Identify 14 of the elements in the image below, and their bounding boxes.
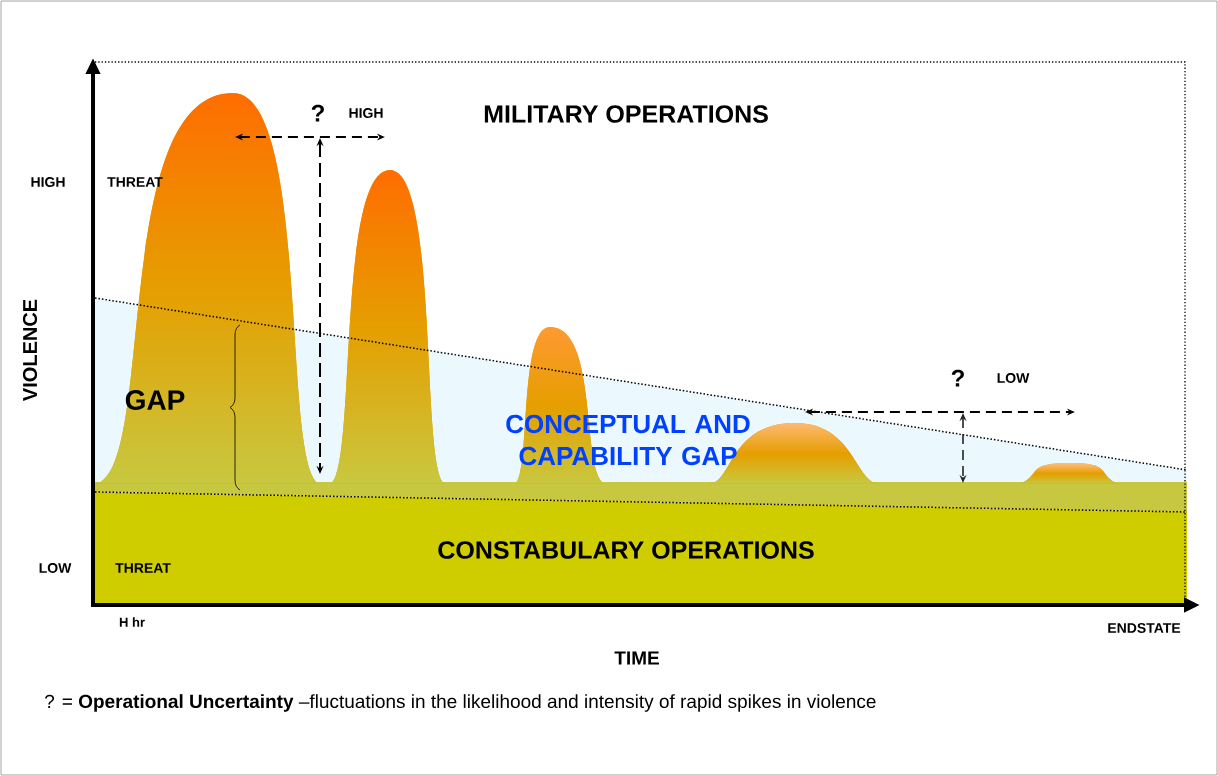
axis-label: THREAT [115, 563, 171, 573]
question-mark: ? [951, 369, 964, 387]
question-mark: ? [311, 104, 324, 122]
axis-title: VIOLENCE [22, 299, 38, 401]
axis-label: H hr [119, 617, 145, 627]
axis-title: TIME [614, 651, 659, 665]
axis-label: HIGH [31, 177, 65, 187]
caption: ? = Operational Uncertainty –fluctuations in the likelihood and intensity of rapid spikes in violence [45, 694, 876, 712]
axis-label: LOW [39, 563, 72, 573]
axis-label: HIGH [349, 108, 383, 118]
region-label: CONSTABULARY OPERATIONS [438, 541, 814, 559]
region-label: MILITARY OPERATIONS [484, 105, 768, 123]
axis-label: ENDSTATE [1108, 623, 1181, 633]
axis-label: LOW [997, 373, 1030, 383]
